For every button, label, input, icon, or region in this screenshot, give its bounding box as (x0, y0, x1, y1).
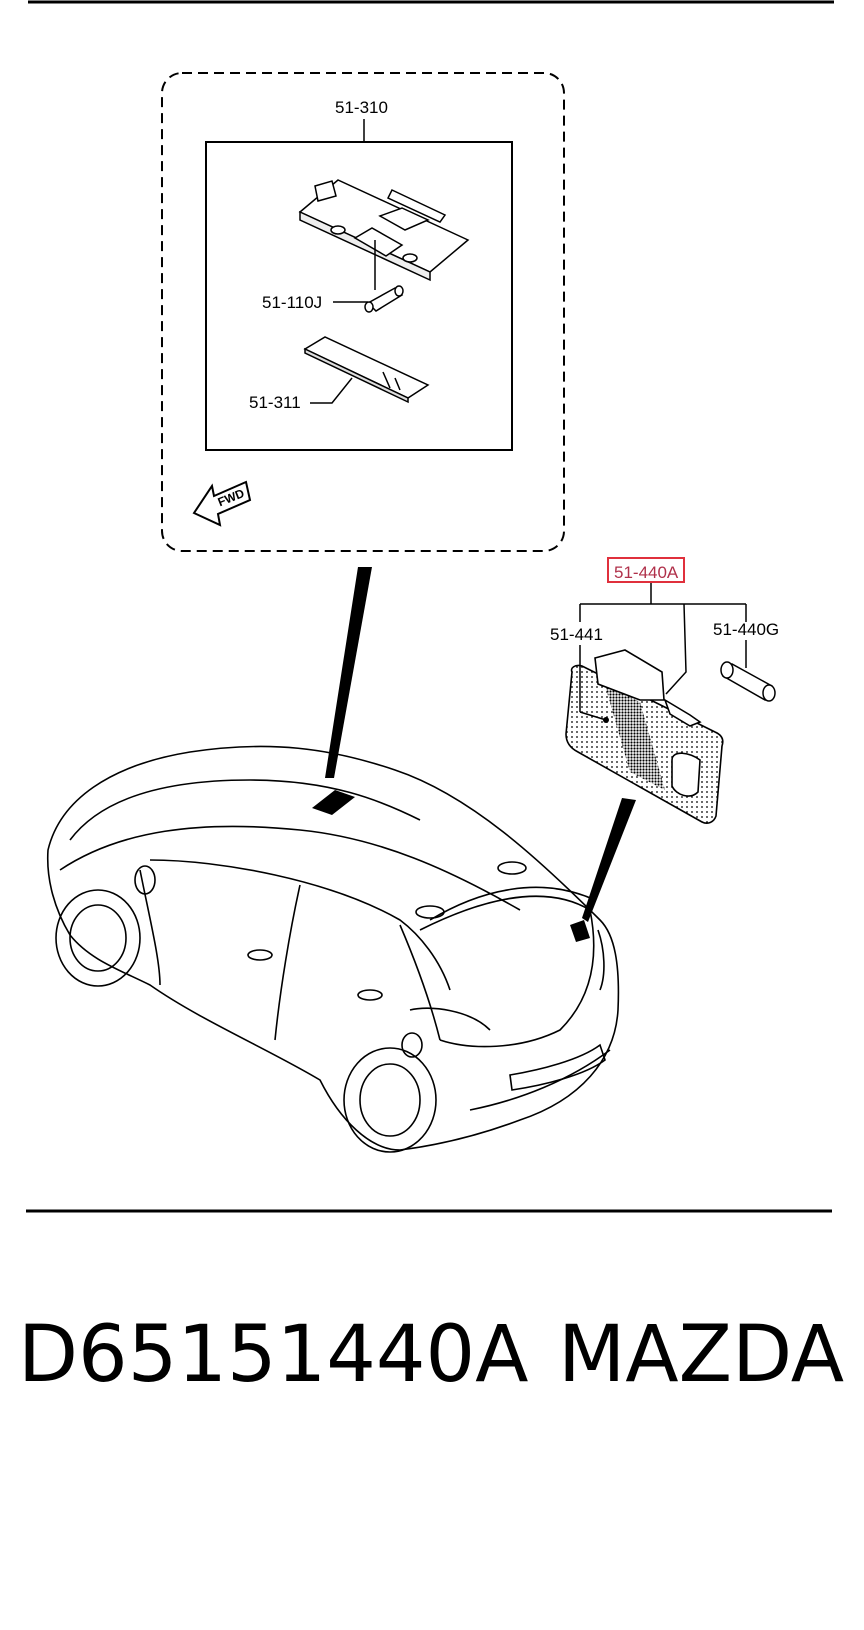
dome-bulb (364, 285, 404, 313)
callout-51-440g: 51-440G (713, 620, 779, 639)
luggage-lens (565, 649, 724, 824)
detail-inner-box (205, 141, 513, 451)
car-illustration (46, 745, 620, 1153)
callout-51-310: 51-310 (335, 98, 388, 117)
roof-light-location (312, 790, 355, 815)
leader-51-311 (310, 377, 353, 404)
fwd-arrow-icon: FWD (192, 480, 252, 527)
luggage-bulb (720, 661, 776, 702)
parts-diagram: 51-310 51-110J 51-311 FWD (26, 0, 834, 1213)
hatch-light-location (570, 920, 590, 942)
callout-highlight-box (607, 557, 685, 583)
callout-51-110j: 51-110J (262, 293, 322, 312)
brand-name: MAZDA (558, 1310, 845, 1400)
detail-frame (161, 72, 565, 552)
dome-light-housing (298, 179, 470, 290)
callout-51-441: 51-441 (550, 625, 603, 644)
callout-51-440a: 51-440A (614, 563, 679, 582)
pointer-to-roof (325, 567, 372, 778)
caption: D65151440A MAZDA (0, 1300, 864, 1410)
part-number: D65151440A (18, 1310, 529, 1400)
pointer-to-hatch (582, 798, 636, 922)
dome-lens (303, 336, 430, 404)
callout-51-311: 51-311 (249, 393, 301, 412)
